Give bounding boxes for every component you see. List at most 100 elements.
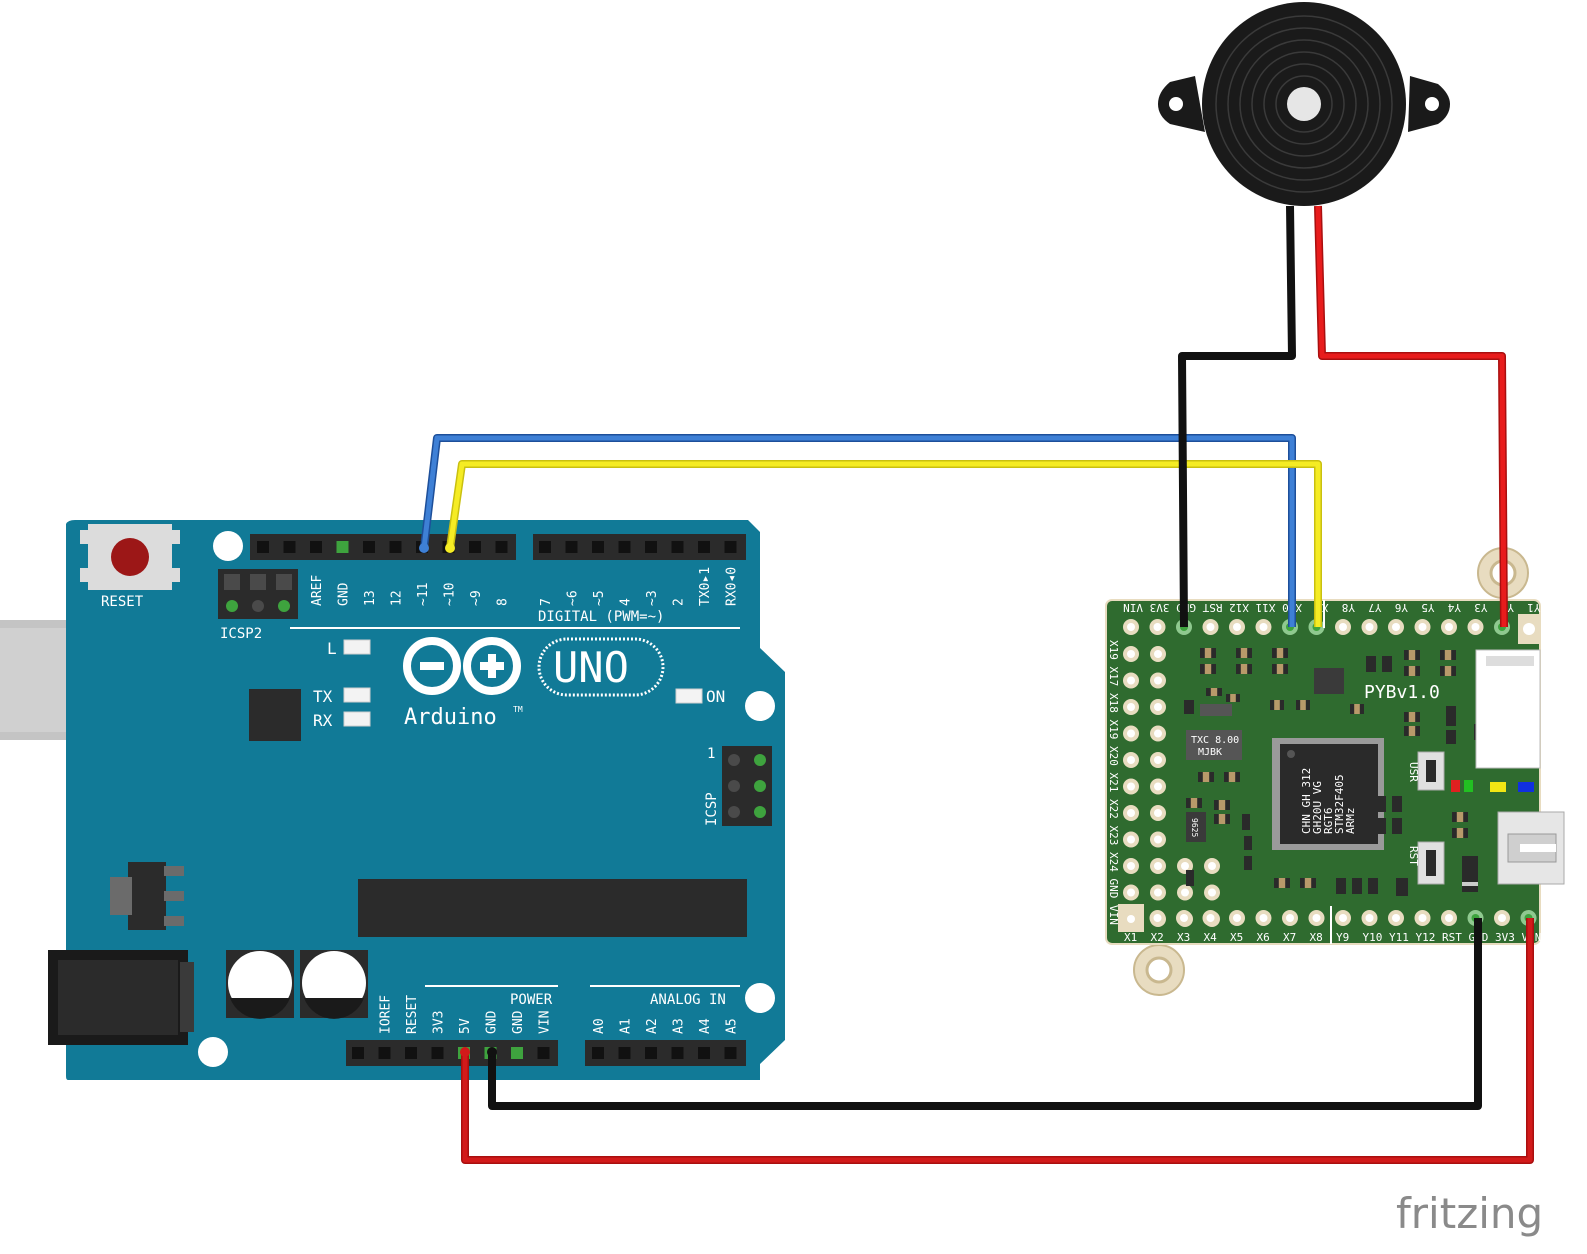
pyboard-left-pin-label: X22 <box>1107 799 1120 819</box>
led-rx <box>343 711 371 727</box>
led-rx-label: RX <box>313 711 333 730</box>
smd-part <box>1392 818 1402 834</box>
led-on <box>675 688 703 704</box>
digital-pin-label: 7 <box>539 598 554 606</box>
pin-socket <box>469 541 481 553</box>
mcu-markings: ARMz STM32F405 RGT6 GH20U VG CHN GH 312 <box>1300 768 1357 834</box>
analog-pin-label: A3 <box>672 1018 687 1034</box>
pin-socket <box>565 541 578 553</box>
digital-pin-label: ~5 <box>592 590 607 606</box>
analog-in-label: ANALOG IN <box>650 992 726 1008</box>
pin-socket <box>495 541 508 553</box>
digital-pin-label: 12 <box>390 590 405 606</box>
icsp-header <box>722 746 772 826</box>
pin-socket <box>431 1047 444 1059</box>
smd-part <box>1352 878 1362 894</box>
icsp-label: ICSP <box>704 792 720 826</box>
atmega-small-chip <box>249 689 301 741</box>
pyboard-bottom-pin-label: Y11 <box>1389 931 1409 944</box>
pyboard-bottom-pin-label: X7 <box>1283 931 1296 944</box>
pin-socket <box>537 1047 550 1059</box>
fritzing-watermark: fritzing <box>1396 1189 1543 1238</box>
capacitor <box>300 950 368 1019</box>
smd-part <box>1186 870 1194 886</box>
pin-socket <box>671 1047 684 1059</box>
icsp2-header <box>218 569 298 619</box>
svg-text:ARMz: ARMz <box>1344 808 1357 835</box>
pyboard-top-pin-label: Y4 <box>1447 601 1461 614</box>
svg-text:GH20U VG: GH20U VG <box>1311 781 1324 834</box>
digital-pin-label: 4 <box>619 598 634 606</box>
pin-socket <box>283 541 296 553</box>
smd-part <box>1244 856 1252 870</box>
digital-label: DIGITAL (PWM=~) <box>538 609 664 625</box>
pyboard-top-pin-label: Y6 <box>1395 601 1408 614</box>
pin-socket <box>592 541 604 553</box>
buzzer-center <box>1287 87 1321 121</box>
pyboard-bottom-header <box>1149 910 1537 926</box>
uno-badge <box>537 637 665 697</box>
mounting-hole <box>745 691 775 721</box>
led-l-label: L <box>327 639 337 658</box>
digital-pin-label: AREF <box>310 575 325 606</box>
pin-socket <box>698 1047 710 1059</box>
gnd-black-wire[interactable] <box>488 918 1482 1110</box>
buzzer-red-wire[interactable] <box>1314 205 1508 628</box>
pyboard-left-pin-label: X23 <box>1107 826 1120 846</box>
piezo-buzzer <box>1158 2 1450 206</box>
pyboard-bottom-pin-label: Y10 <box>1363 931 1383 944</box>
arduino-pcb <box>66 520 785 1080</box>
pyboard-left-pin-label: X18 <box>1107 693 1120 713</box>
pyboard-bottom-pin-label: 3V3 <box>1495 931 1515 944</box>
pin-socket <box>671 541 684 553</box>
pyboard-top-pin-label: Y5 <box>1421 601 1434 614</box>
digital-pin-label: ~9 <box>469 590 484 606</box>
arduino-infinity-logo <box>403 637 521 695</box>
reset-button[interactable] <box>80 524 180 590</box>
smd-components <box>1184 648 1502 896</box>
micro-sd-slot <box>1475 649 1541 769</box>
led-yellow <box>1490 782 1506 792</box>
crystal-label-2: MJBK <box>1198 747 1222 758</box>
led-tx-label: TX <box>313 687 333 706</box>
buzzer-black-wire[interactable] <box>1178 205 1296 628</box>
pyboard-bottom-pin-label: X4 <box>1204 931 1218 944</box>
micro-usb-port <box>1497 811 1565 885</box>
smd-part <box>1376 796 1386 812</box>
pyboard-top-pin-label: Y8 <box>1342 601 1355 614</box>
icsp-pin1-label: 1 <box>707 746 715 762</box>
digital-pin-label: ~10 <box>443 583 458 606</box>
svg-text:STM32F405: STM32F405 <box>1333 774 1346 834</box>
accelerometer-chip <box>1314 668 1344 694</box>
arduino-logo-text: Arduino <box>404 705 497 730</box>
power-header <box>346 1040 558 1066</box>
smd-part <box>1368 878 1378 894</box>
digital-pin-label: 2 <box>672 598 687 606</box>
pyboard-top-pin-label: Y3 <box>1474 601 1487 614</box>
analog-pin-label: A4 <box>698 1018 713 1034</box>
digital-pin-label: 13 <box>363 590 378 606</box>
pin-socket <box>698 541 710 553</box>
pin-socket <box>310 541 322 553</box>
pyboard-bottom-pin-label: X8 <box>1310 931 1323 944</box>
small-ic <box>1186 812 1206 842</box>
pyboard-left-pin-label: VIN <box>1107 905 1120 925</box>
pin-socket <box>645 541 657 553</box>
digital-header-right <box>533 534 746 560</box>
digital-pin-label: GND <box>337 582 352 606</box>
power-pin-label: GND <box>511 1010 526 1034</box>
pyboard-left-pin-label: GND <box>1107 879 1120 899</box>
analog-header <box>585 1040 746 1066</box>
digital-pin-label: RX0◂0 <box>725 567 740 606</box>
small-crystal <box>1200 704 1232 716</box>
power-pin-label: 5V <box>458 1018 473 1034</box>
analog-pin-label: A1 <box>619 1018 634 1034</box>
pin-socket <box>724 1047 737 1059</box>
pin-socket <box>618 1047 631 1059</box>
pyboard-bottom-pin-label: X2 <box>1151 931 1164 944</box>
